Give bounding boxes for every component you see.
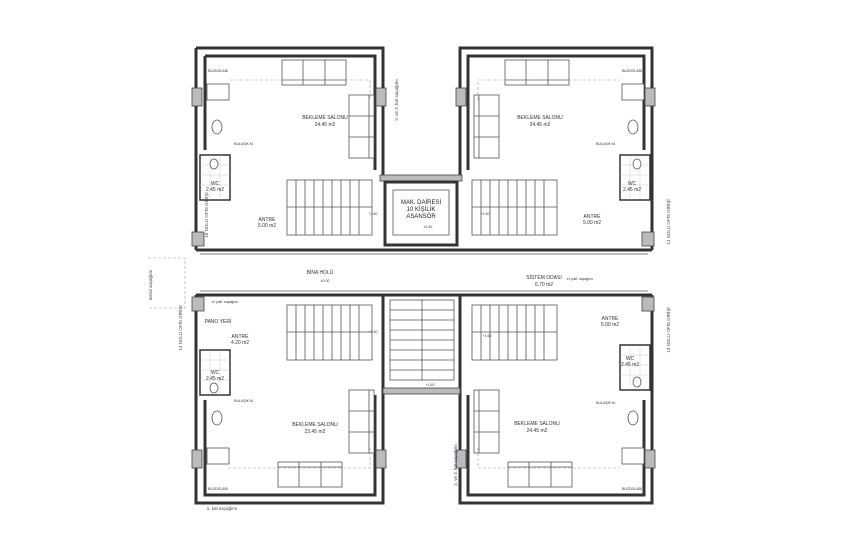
antre-name: ANTRE [232, 334, 250, 340]
room-area: 23.45 m2 [305, 429, 326, 435]
capacity-label: 10 KİŞİLİK [407, 206, 436, 213]
labels-top-right: BUZDOLABI BULAŞIK M. BEKLEME SALONU 24.4… [517, 69, 642, 226]
system-room-area: 6.70 m2 [535, 282, 553, 288]
wc-area: 2.45 m2 [206, 187, 224, 193]
elevator-label: ASANSÖR [406, 213, 436, 220]
antre-name: ANTRE [602, 316, 620, 322]
system-room-label: SİSTEM ODASI [526, 274, 562, 281]
wc-area: 2.45 m2 [206, 376, 224, 382]
labels-top-left: BUZDOLABI BULAŞIK M. BEKLEME SALONU 24.4… [206, 69, 348, 229]
metal-canopy-outline [148, 257, 186, 309]
room-name: BEKLEME SALONU [292, 422, 338, 428]
first-floor-canopy-note: 1. kat saçağımı [207, 506, 238, 511]
room-area: 24.45 m2 [527, 428, 548, 434]
panel-label: PANO YERİ [205, 318, 232, 325]
labels-bottom-left: BUZDOLABI BULAŞIK M. BEKLEME SALONU 23.4… [205, 300, 339, 491]
antre-name: ANTRE [259, 217, 277, 223]
fridge-label: BUZDOLABI [208, 487, 228, 491]
canopy-note: 2. ve 3. kat saçağımı [394, 79, 399, 121]
metal-canopy-note: metal saçağımı [148, 270, 153, 301]
wc-name: WC [211, 370, 220, 376]
entrance-13-label: 13 NOLU OFİS GİRİŞİ [665, 307, 671, 352]
fridge-label: BUZDOLABI [622, 69, 642, 73]
dishwasher-label: BULAŞIK M. [596, 142, 616, 146]
entrance-14-label: 14 NOLU OFİS GİRİŞİ [177, 305, 183, 350]
antre-area: 4.20 m2 [231, 340, 249, 346]
wc-area: 2.45 m2 [621, 362, 639, 368]
room-area: 24.45 m2 [315, 122, 336, 128]
antre-area: 5.00 m2 [258, 223, 276, 229]
level-mark: +1.60 [369, 212, 378, 216]
fridge-label: BUZDOLABI [622, 487, 642, 491]
dishwasher-label: BULAŞIK M. [234, 142, 254, 146]
canopy-note: 2. ve 3. kat saçağımı [453, 444, 458, 486]
level-mark: +1.60 [481, 212, 490, 216]
room-name: BEKLEME SALONU [514, 421, 560, 427]
antre-area: 5.00 m2 [601, 322, 619, 328]
level-mark: +1.60 [483, 334, 492, 338]
labels-core: MAK. DAİRESİ 10 KİŞİLİK ASANSÖR ±1.50 Bİ… [307, 199, 594, 387]
wc-area: 2.45 m2 [623, 187, 641, 193]
wc-name: WC [211, 181, 220, 187]
elevator-level: ±1.50 [424, 225, 433, 229]
level-mark: +1.60 [369, 330, 378, 334]
wc-blocks [199, 154, 651, 396]
walls [191, 46, 656, 505]
stairs [286, 179, 558, 381]
wc-name: WC [626, 356, 635, 362]
labels-bottom-right: BUZDOLABI BULAŞIK M. BEKLEME SALONU 24.4… [514, 316, 642, 491]
furniture [206, 59, 645, 488]
labels-entrances: 15 NOLU OFİS GİRİŞİ 14 NOLU OFİS GİRİŞİ … [148, 79, 671, 511]
dishwasher-label: BULAŞIK M. [596, 401, 616, 405]
room-name: BEKLEME SALONU [302, 115, 348, 121]
level-mark: +1.60 [426, 383, 435, 387]
antre-area: 5.00 m2 [583, 220, 601, 226]
machine-room-label: MAK. DAİRESİ [401, 199, 442, 206]
hall-label: BİNA HOLÜ [307, 269, 334, 276]
hall-level: ±0.00 [321, 279, 330, 283]
wc-name: WC [628, 181, 637, 187]
room-name: BEKLEME SALONU [517, 115, 563, 121]
dishwasher-label: BULAŞIK M. [234, 399, 254, 403]
entrance-14-label: 14 NOLU OFİS GİRİŞİ [665, 199, 671, 244]
panel-note: el. pafl. saçağımı [212, 300, 238, 304]
room-area: 24.45 m2 [530, 122, 551, 128]
antre-name: ANTRE [584, 214, 602, 220]
fridge-label: BUZDOLABI [208, 69, 228, 73]
system-note: el. pafl. saçağımı [567, 277, 593, 281]
entrance-15-label: 15 NOLU OFİS GİRİŞİ [203, 192, 209, 237]
